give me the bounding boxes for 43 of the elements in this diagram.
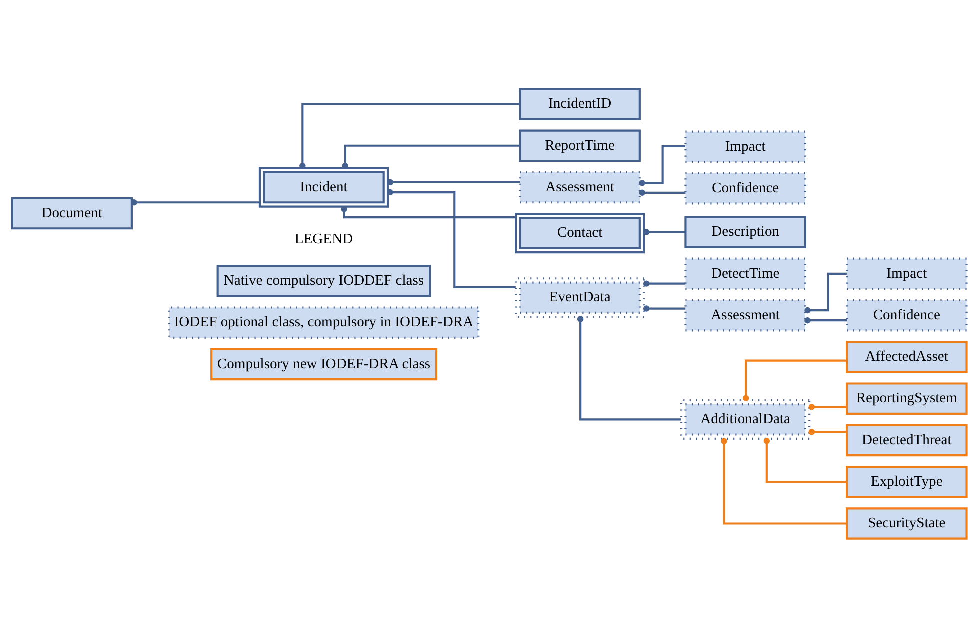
connector	[808, 404, 847, 410]
node-box: Impact	[684, 130, 806, 163]
node-box: ReportingSystem	[846, 382, 968, 414]
node-box: Confidence	[846, 298, 968, 332]
node-box: Description	[684, 216, 806, 248]
legend-label: IODEF optional class, compulsory in IODEF-DRA	[174, 314, 474, 330]
connector	[131, 199, 260, 206]
connector	[639, 189, 686, 196]
connector	[639, 144, 686, 186]
connector	[643, 280, 686, 286]
connector	[804, 316, 848, 324]
node-box: Assessment	[684, 298, 806, 332]
connector	[643, 228, 686, 235]
node-box: AffectedAsset	[846, 340, 968, 373]
node-box: ReportTime	[519, 129, 641, 162]
node-box: IncidentID	[519, 88, 641, 120]
node-box: ExploitType	[846, 465, 968, 498]
connector	[341, 206, 516, 218]
connector	[804, 272, 847, 314]
connector	[387, 178, 520, 186]
node-box: DetectTime	[684, 257, 806, 290]
node-box: Confidence	[684, 172, 806, 204]
label: LEGEND	[294, 230, 354, 247]
node-box: Document	[11, 196, 133, 230]
connector	[342, 144, 520, 169]
connector	[721, 438, 847, 524]
node-box: SecurityState	[846, 507, 968, 540]
connector	[643, 305, 686, 312]
node-box: Contact	[515, 212, 646, 254]
node-box: EventData	[515, 277, 646, 318]
node-box: AdditionalData	[680, 398, 811, 440]
node-box: Incident	[258, 166, 390, 208]
connector	[387, 188, 516, 288]
node-box: Impact	[846, 257, 968, 290]
connector	[808, 428, 847, 435]
connector	[742, 359, 848, 401]
node-box: DetectedThreat	[846, 424, 968, 456]
connector	[577, 316, 682, 420]
legend-label: Compulsory new IODEF-DRA class	[217, 356, 431, 372]
legend-label: Native compulsory IODDEF class	[224, 272, 424, 289]
node-box: Assessment	[519, 170, 641, 204]
connector	[764, 438, 847, 483]
connector	[300, 102, 520, 169]
